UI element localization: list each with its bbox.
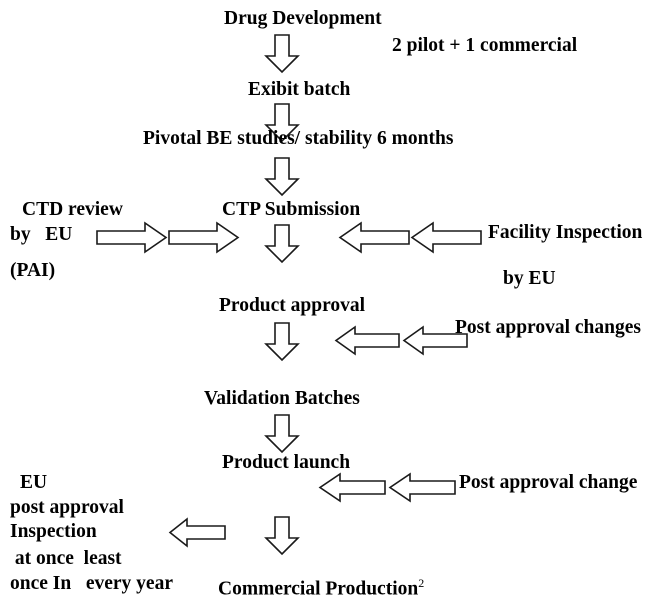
node-eu-inspection-line-3: Inspection	[10, 521, 97, 542]
node-ctd-review-line-1: CTD review	[22, 199, 123, 220]
arrow-left-facility-1	[338, 221, 410, 254]
node-facility-inspection: Facility Inspection	[488, 222, 643, 243]
commercial-production-text: Commercial Production	[218, 578, 419, 600]
node-ctd-review-line-2: by EU	[10, 224, 73, 245]
arrow-down-validation-to-launch	[264, 414, 300, 454]
node-drug-development: Drug Development	[224, 8, 382, 29]
arrow-down-launch-to-commercial	[264, 516, 300, 556]
node-post-approval-changes: Post approval changes	[455, 317, 641, 338]
node-product-launch: Product launch	[222, 452, 351, 473]
arrow-left-facility-2	[410, 221, 482, 254]
node-ctp-submission: CTP Submission	[222, 199, 361, 220]
arrow-right-ctd-1	[96, 221, 168, 254]
commercial-production-superscript: 2	[418, 576, 425, 590]
node-ctd-review-line-3: (PAI)	[10, 260, 56, 281]
arrow-left-post-approval-changes-1	[334, 325, 400, 356]
arrow-right-ctd-2	[168, 221, 240, 254]
arrow-left-post-approval-change-2	[388, 472, 456, 503]
arrow-down-ctp-to-approval	[264, 224, 300, 264]
arrow-left-post-approval-change-1	[318, 472, 386, 503]
node-validation-batches: Validation Batches	[204, 388, 360, 409]
arrow-left-post-approval-changes-2	[402, 325, 468, 356]
arrow-down-pivotal-to-ctp	[264, 157, 300, 197]
arrow-down-approval-to-validation	[264, 322, 300, 362]
node-pivotal-be-studies: Pivotal BE studies/ stability 6 months	[143, 128, 454, 149]
node-post-approval-change: Post approval change	[459, 472, 638, 493]
node-commercial-production: Commercial Production2	[218, 571, 424, 602]
node-eu-inspection-line-5: once In every year	[10, 573, 173, 594]
node-eu-inspection-line-1: EU	[20, 472, 48, 493]
node-eu-inspection-line-2: post approval	[10, 497, 124, 518]
node-exibit-batch: Exibit batch	[248, 79, 351, 100]
arrow-down-drug-to-exibit	[264, 34, 300, 74]
note-pilot-commercial: 2 pilot + 1 commercial	[392, 35, 578, 56]
arrow-down-exibit-to-pivotal	[264, 103, 300, 143]
node-facility-by-eu: by EU	[503, 268, 556, 289]
node-eu-inspection-line-4: at once least	[10, 548, 122, 569]
node-product-approval: Product approval	[219, 295, 366, 316]
arrow-left-commercial-to-eu-inspection	[168, 517, 226, 548]
